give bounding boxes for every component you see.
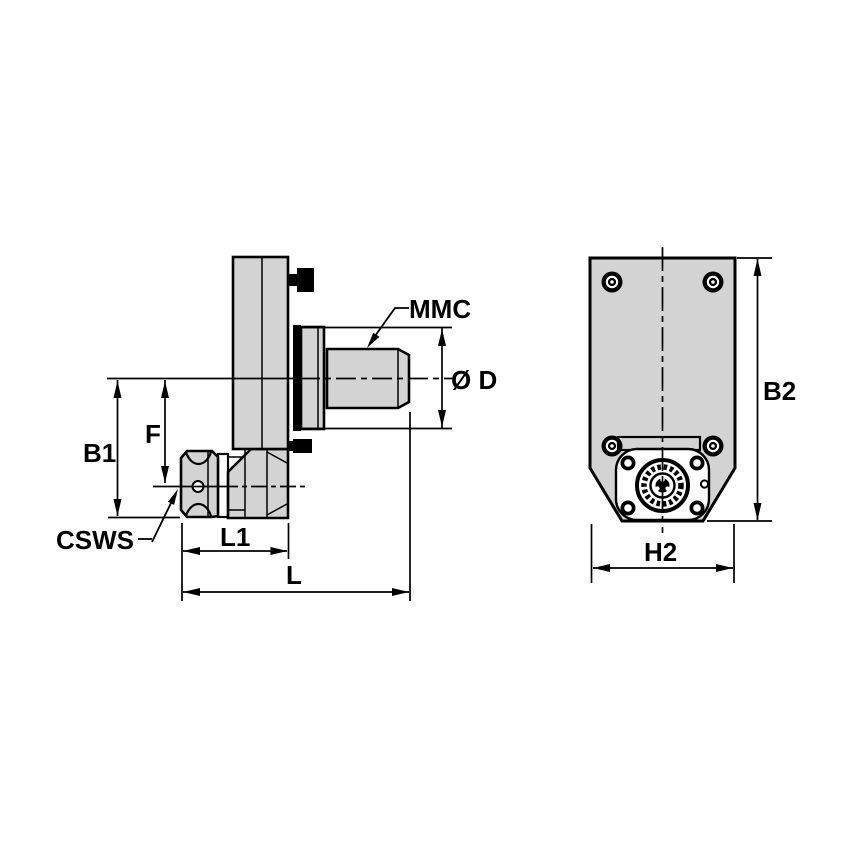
dim-h2: H2 xyxy=(590,524,735,583)
collet-slot-bottom xyxy=(184,502,213,517)
dim-f: F xyxy=(145,380,169,483)
h2-arrow-right xyxy=(716,564,733,572)
l-arrow-right xyxy=(392,588,409,596)
coupling-serration-ring xyxy=(641,464,684,507)
screw-head xyxy=(297,268,314,292)
bolt-center xyxy=(693,459,701,467)
label-l: L xyxy=(286,560,302,590)
dim-l1: L1 xyxy=(181,522,290,601)
bolt-center xyxy=(693,504,701,512)
l-arrow-left xyxy=(183,588,200,596)
collet-slot-top xyxy=(184,451,213,466)
screw-center xyxy=(610,444,614,448)
side-view-centerlines xyxy=(107,377,452,488)
dim-b1: B1 xyxy=(83,380,180,519)
coupling-bolt-top-left xyxy=(620,455,636,471)
csws-callout: CSWS xyxy=(56,489,178,555)
bolt-center xyxy=(624,504,632,512)
cap-screw-top-right xyxy=(702,271,724,293)
side-view-dimensions: MMC Ø D B1 xyxy=(56,294,497,601)
coupling-core-dot-2 xyxy=(655,486,660,491)
front-view: B2 H2 xyxy=(588,247,796,583)
dia-arrow-down xyxy=(438,410,446,427)
collet-ring xyxy=(216,452,230,519)
mmc-callout: MMC xyxy=(367,294,471,348)
b2-arrow-up xyxy=(753,259,762,276)
label-mmc: MMC xyxy=(409,294,471,324)
coupling-bolt-top-right xyxy=(689,455,705,471)
lower-body-cone-top xyxy=(266,451,288,464)
screw-center xyxy=(711,444,715,448)
clamp-screw-top xyxy=(288,268,314,292)
b2-arrow-down xyxy=(753,503,762,520)
dim-diameter-d: Ø D xyxy=(302,326,497,430)
coupling-bolt-bottom-right xyxy=(689,500,705,516)
label-csws: CSWS xyxy=(56,525,134,555)
label-h2: H2 xyxy=(644,537,677,567)
bolt-center xyxy=(624,459,632,467)
dim-b2: B2 xyxy=(707,257,796,522)
b1-arrow-up xyxy=(113,381,122,398)
l1-arrow-left xyxy=(183,547,200,555)
mmc-leader xyxy=(369,307,409,344)
label-l1: L1 xyxy=(220,522,250,552)
dim-l: L xyxy=(183,412,411,601)
screw-center xyxy=(610,280,614,284)
coupling-assembly xyxy=(614,447,711,522)
clamp-screw-lower xyxy=(288,439,312,453)
lower-body-cone-bottom xyxy=(266,503,288,516)
coupling-bolt-bottom-left xyxy=(620,500,636,516)
screw-center xyxy=(711,280,715,284)
cap-screw-bottom-right xyxy=(702,435,724,457)
screw-washer xyxy=(288,274,298,286)
l1-arrow-right xyxy=(270,547,288,555)
mounting-plate xyxy=(231,255,290,451)
csws-leader xyxy=(151,500,173,543)
cap-screw-top-left xyxy=(601,271,623,293)
label-f: F xyxy=(145,419,161,449)
coupling-core-dot-3 xyxy=(665,486,670,491)
f-arrow-up xyxy=(161,381,169,398)
csws-arrowhead xyxy=(167,489,178,505)
dia-arrow-up xyxy=(438,329,446,346)
label-diameter-d: Ø D xyxy=(451,365,497,395)
mmc-arrowhead xyxy=(367,332,380,348)
h2-arrow-left xyxy=(593,564,610,572)
central-coupling xyxy=(635,458,690,513)
b1-arrow-down xyxy=(113,499,122,516)
label-b1: B1 xyxy=(83,438,116,468)
pin-hole xyxy=(699,479,710,489)
f-arrow-down xyxy=(161,466,169,483)
tool-holder-body xyxy=(179,255,411,520)
cap-screw-bottom-left xyxy=(601,435,623,457)
side-view: MMC Ø D B1 xyxy=(56,255,497,601)
label-b2: B2 xyxy=(763,376,796,406)
